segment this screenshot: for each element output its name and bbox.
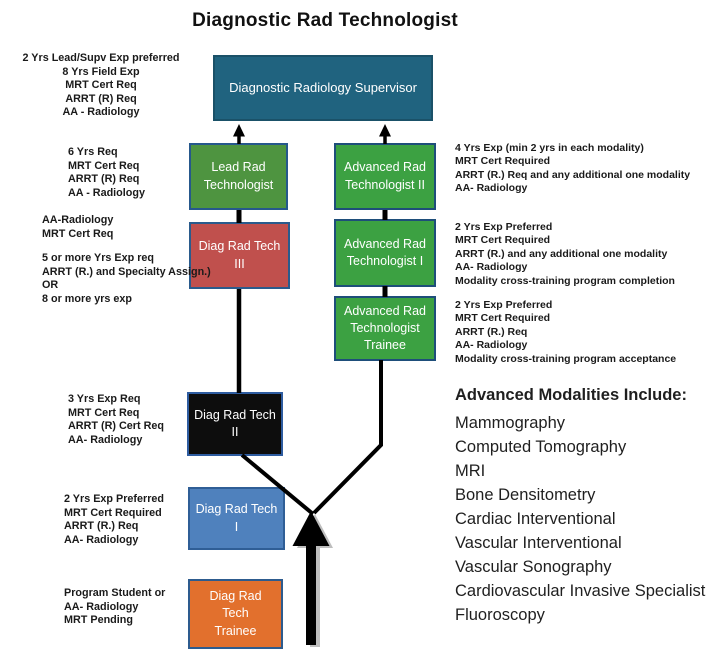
note-line: AA- Radiology <box>68 433 143 446</box>
box-label: Diag Rad Tech I <box>195 502 278 534</box>
box-diag-rad-tech-2: Diag Rad Tech II <box>187 392 283 456</box>
note-line: 3 Yrs Exp Req <box>68 393 141 405</box>
note-supervisor-requirements: 2 Yrs Lead/Supv Exp preferred 8 Yrs Fiel… <box>20 52 182 120</box>
note-diag3-requirements-a: AA-Radiology MRT Cert Req <box>42 214 113 241</box>
note-line: OR <box>42 279 59 291</box>
note-line: MRT Cert Required <box>455 155 551 168</box>
note-line: MRT Pending <box>64 614 133 626</box>
box-label: Lead Rad Technologist <box>203 160 274 192</box>
note-line: ARRT (R.) Req <box>455 325 528 338</box>
modality-item: Vascular Interventional <box>455 534 622 552</box>
modality-item: Bone Densitometry <box>455 486 596 504</box>
box-label: Advanced Rad Technologist I <box>343 236 426 268</box>
note-line: AA - Radiology <box>62 106 140 118</box>
note-line: AA- Radiology <box>455 182 528 195</box>
modality-item: Computed Tomography <box>455 438 627 456</box>
note-line: AA - Radiology <box>68 186 145 199</box>
note-line: ARRT (R.) Req <box>64 520 139 532</box>
note-line: MRT Cert Required <box>64 506 162 519</box>
note-line: 2 Yrs Exp Preferred <box>64 493 165 505</box>
note-adv-trainee-requirements: 2 Yrs Exp Preferred MRT Cert Required AR… <box>455 299 676 366</box>
box-label: Diagnostic Radiology Supervisor <box>229 80 417 96</box>
page-title: Diagnostic Rad Technologist <box>192 10 458 31</box>
note-line: MRT Cert Req <box>42 227 114 240</box>
box-advanced-rad-technologist-2: Advanced Rad Technologist II <box>334 143 436 210</box>
box-diag-rad-tech-trainee: Diag Rad Tech Trainee <box>188 579 283 649</box>
note-lead-rad-requirements: 6 Yrs Req MRT Cert Req ARRT (R) Req AA -… <box>68 146 145 200</box>
box-diagnostic-radiology-supervisor: Diagnostic Radiology Supervisor <box>213 55 433 121</box>
modality-item: MRI <box>455 462 486 480</box>
arrow-adv2-to-supervisor <box>379 124 391 144</box>
advanced-modalities-list: Advanced Modalities Include: Mammography… <box>455 386 705 627</box>
box-diag-rad-tech-1: Diag Rad Tech I <box>188 487 285 550</box>
note-line: MRT Cert Req <box>68 406 140 419</box>
note-line: Program Student or <box>64 587 166 599</box>
note-diag1-requirements: 2 Yrs Exp Preferred MRT Cert Required AR… <box>64 493 164 547</box>
note-line: 2 Yrs Exp Preferred <box>455 299 553 311</box>
note-line: 8 or more yrs exp <box>42 292 133 305</box>
note-line: AA-Radiology <box>42 214 114 226</box>
note-line: Modality cross-training program acceptan… <box>455 352 677 365</box>
note-diag2-requirements: 3 Yrs Exp Req MRT Cert Req ARRT (R) Cert… <box>68 393 164 447</box>
note-line: 2 Yrs Lead/Supv Exp preferred <box>22 52 180 64</box>
box-diag-rad-tech-3: Diag Rad Tech III <box>189 222 290 289</box>
modality-item: Mammography <box>455 414 566 432</box>
big-entry-arrow <box>292 511 330 645</box>
note-adv1-requirements: 2 Yrs Exp Preferred MRT Cert Required AR… <box>455 221 675 288</box>
box-advanced-rad-technologist-trainee: Advanced Rad Technologist Trainee <box>334 296 436 361</box>
modality-item: Fluoroscopy <box>455 606 545 624</box>
note-diag-trainee-requirements: Program Student or AA- Radiology MRT Pen… <box>64 587 165 628</box>
note-line: MRT Cert Required <box>455 234 551 247</box>
box-lead-rad-technologist: Lead Rad Technologist <box>189 143 288 210</box>
note-line: 5 or more Yrs Exp req <box>42 252 155 264</box>
note-line: MRT Cert Req <box>65 79 137 91</box>
note-adv2-requirements: 4 Yrs Exp (min 2 yrs in each modality) M… <box>455 142 690 196</box>
note-line: AA- Radiology <box>64 600 139 613</box>
note-line: AA- Radiology <box>455 261 528 274</box>
box-advanced-rad-technologist-1: Advanced Rad Technologist I <box>334 219 436 287</box>
box-label: Advanced Rad Technologist II <box>343 160 426 192</box>
modality-item: Cardiovascular Invasive Specialist <box>455 582 706 600</box>
modality-item: Vascular Sonography <box>455 558 612 576</box>
arrow-lead-to-supervisor <box>233 124 245 144</box>
modality-item: Cardiac Interventional <box>455 510 616 528</box>
note-line: ARRT (R.) and Specialty Assign.) <box>42 265 211 278</box>
note-line: MRT Cert Req <box>68 159 140 172</box>
box-label: Diag Rad Tech III <box>198 239 281 271</box>
note-line: 2 Yrs Exp Preferred <box>455 221 553 233</box>
note-line: ARRT (R.) Req and any additional one mod… <box>455 168 691 181</box>
note-line: ARRT (R) Req <box>65 92 137 105</box>
note-line: AA- Radiology <box>455 339 528 352</box>
box-label: Advanced Rad Technologist Trainee <box>343 303 426 353</box>
note-line: ARRT (R) Cert Req <box>68 420 164 432</box>
note-diag3-requirements-b: 5 or more Yrs Exp req ARRT (R.) and Spec… <box>42 252 211 306</box>
note-line: 6 Yrs Req <box>68 146 118 158</box>
modalities-title: Advanced Modalities Include: <box>455 386 687 404</box>
note-line: 8 Yrs Field Exp <box>62 65 140 78</box>
box-label: Diag Rad Tech II <box>194 407 276 439</box>
big-arrow-shadow <box>297 514 333 647</box>
note-line: Modality cross-training program completi… <box>455 274 675 287</box>
note-line: ARRT (R.) and any additional one modalit… <box>455 247 668 260</box>
note-line: MRT Cert Required <box>455 312 551 325</box>
note-line: 4 Yrs Exp (min 2 yrs in each modality) <box>455 142 644 154</box>
note-line: AA- Radiology <box>64 533 139 546</box>
note-line: ARRT (R) Req <box>68 173 140 185</box>
connector-advtrainee-merge <box>312 360 383 515</box>
box-label: Diag Rad Tech Trainee <box>209 589 262 638</box>
